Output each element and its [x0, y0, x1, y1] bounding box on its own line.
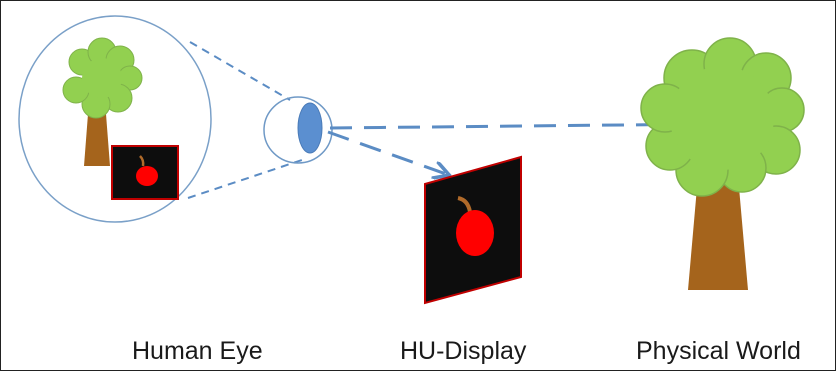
tree-icon	[640, 37, 805, 290]
small-apple-stem	[139, 155, 145, 167]
eye-view-magnified	[18, 15, 212, 223]
tree-trunk	[688, 176, 748, 290]
eye-lens	[297, 102, 323, 154]
label-human-eye: Human Eye	[132, 337, 263, 365]
magnified-view-circle	[18, 15, 212, 223]
eye-outline	[263, 96, 333, 164]
small-tree-icon	[62, 37, 143, 166]
projection-line-bottom	[187, 159, 303, 199]
tree-canopy	[640, 37, 805, 197]
hu-display-screen	[424, 155, 522, 305]
small-display-icon	[111, 145, 179, 200]
label-physical-world: Physical World	[636, 337, 801, 365]
arrow-to-hu-display	[327, 130, 446, 174]
small-apple-icon	[136, 166, 158, 186]
apple-stem	[457, 196, 472, 213]
apple-icon	[456, 210, 494, 256]
eye-icon	[263, 96, 333, 164]
label-hu-display: HU-Display	[400, 337, 527, 365]
projection-line-top	[189, 41, 291, 101]
